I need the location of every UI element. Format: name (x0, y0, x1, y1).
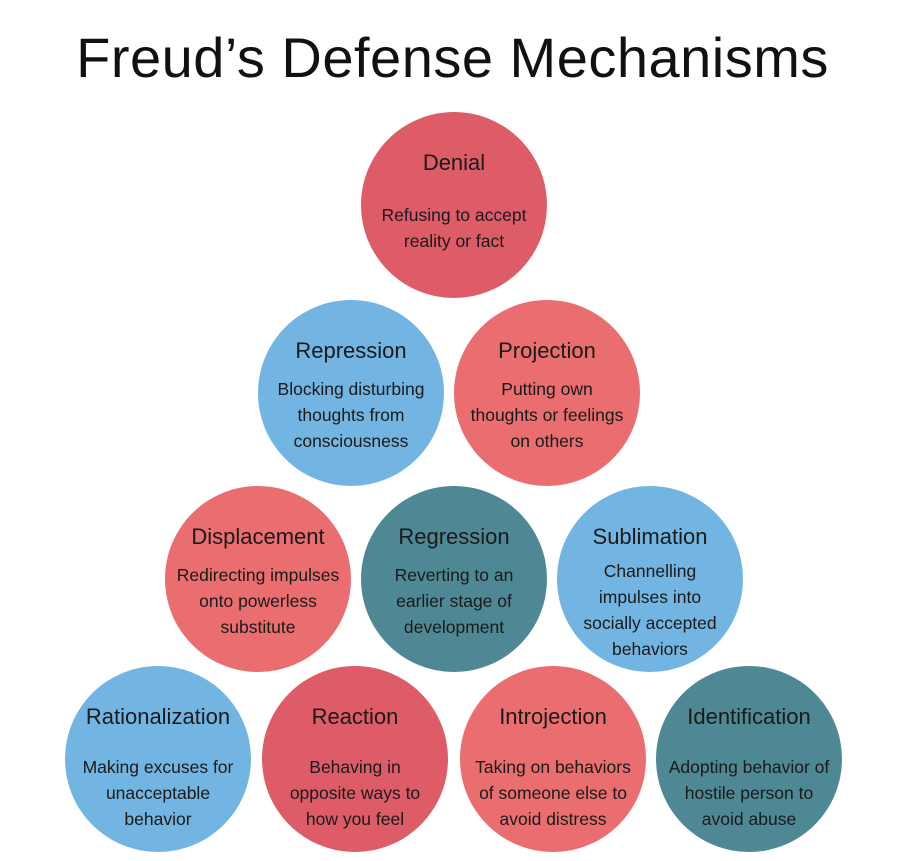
mechanism-name: Identification (687, 704, 811, 729)
mechanism-name: Denial (422, 150, 486, 175)
mechanism-name: Projection (498, 338, 596, 363)
mechanism-name: Displacement (191, 524, 325, 549)
description-line: substitute (220, 617, 296, 637)
description-line: hostile person to (684, 783, 814, 803)
circle-repression: Repression Blocking disturbing thoughts … (258, 300, 444, 486)
circle-displacement: Displacement Redirecting impulses onto p… (165, 486, 351, 672)
description-line: how you feel (305, 809, 405, 829)
description-line: behaviors (612, 639, 688, 659)
circle-sublimation: Sublimation Channelling impulses into so… (557, 486, 743, 672)
mechanism-name: Reaction (311, 704, 399, 729)
description-line: avoid abuse (701, 809, 797, 829)
mechanism-description: Refusing to accept reality or fact (355, 202, 553, 254)
description-line: Taking on behaviors (475, 757, 631, 777)
description-line: socially accepted (583, 613, 717, 633)
description-line: of someone else to (479, 783, 627, 803)
description-line: avoid distress (499, 809, 607, 829)
description-line: onto powerless (199, 591, 317, 611)
mechanism-name: Regression (398, 524, 510, 549)
circle-reaction: Reaction Behaving in opposite ways to ho… (262, 666, 448, 852)
description-line: opposite ways to (289, 783, 421, 803)
mechanism-description: Redirecting impulses onto powerless subs… (159, 562, 357, 640)
circle-denial: Denial Refusing to accept reality or fac… (361, 112, 547, 298)
description-line: unacceptable (105, 783, 211, 803)
circle-identification: Identification Adopting behavior of host… (656, 666, 842, 852)
mechanism-name: Sublimation (592, 524, 708, 549)
mechanism-description: Behaving in opposite ways to how you fee… (256, 754, 454, 832)
description-line: reality or fact (403, 231, 505, 251)
page-title: Freud’s Defense Mechanisms (76, 26, 829, 89)
description-line: development (403, 617, 505, 637)
description-line: Refusing to accept (381, 205, 527, 225)
description-line: Making excuses for (82, 757, 234, 777)
circle-rationalization: Rationalization Making excuses for unacc… (65, 666, 251, 852)
description-line: thoughts from (297, 405, 405, 425)
description-line: earlier stage of (396, 591, 512, 611)
mechanism-description: Making excuses for unacceptable behavior (59, 754, 257, 832)
mechanism-name: Repression (295, 338, 407, 363)
description-line: impulses into (598, 587, 702, 607)
description-line: Blocking disturbing (277, 379, 425, 399)
mechanism-description: Adopting behavior of hostile person to a… (650, 754, 848, 832)
description-line: Redirecting impulses (176, 565, 340, 585)
mechanism-name: Introjection (499, 704, 607, 729)
description-line: thoughts or feelings (470, 405, 624, 425)
description-line: on others (510, 431, 584, 451)
mechanism-description: Putting own thoughts or feelings on othe… (448, 376, 646, 454)
mechanism-description: Reverting to an earlier stage of develop… (355, 562, 553, 640)
description-line: behavior (124, 809, 192, 829)
description-line: Adopting behavior of (668, 757, 830, 777)
mechanism-name: Rationalization (85, 704, 231, 729)
description-line: Behaving in (309, 757, 401, 777)
mechanism-description: Blocking disturbing thoughts from consci… (252, 376, 450, 454)
mechanism-description: Channelling impulses into socially accep… (551, 558, 749, 662)
description-line: Channelling (603, 561, 697, 581)
description-line: consciousness (293, 431, 409, 451)
mechanism-description: Taking on behaviors of someone else to a… (454, 754, 652, 832)
description-line: Reverting to an (394, 565, 514, 585)
circle-regression: Regression Reverting to an earlier stage… (361, 486, 547, 672)
circle-introjection: Introjection Taking on behaviors of some… (460, 666, 646, 852)
circle-projection: Projection Putting own thoughts or feeli… (454, 300, 640, 486)
description-line: Putting own (501, 379, 593, 399)
